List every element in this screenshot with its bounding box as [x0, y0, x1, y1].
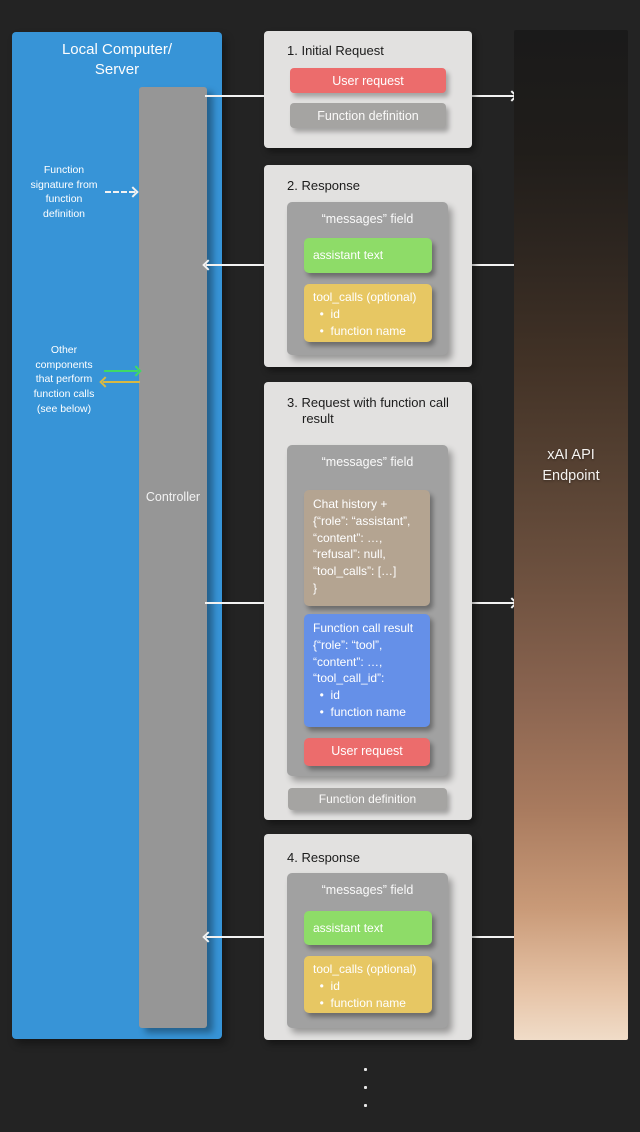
arrow-step2-to-controller: [202, 259, 264, 271]
arrow-step1-to-endpoint: [472, 90, 518, 102]
xai-api-endpoint-label: xAI API Endpoint: [542, 447, 600, 485]
dashed-arrow-function-signature: [105, 186, 139, 198]
green-arrow-other-components-in: [104, 365, 142, 377]
ellipsis-dot: [364, 1086, 367, 1089]
arrow-step3-to-endpoint: [472, 597, 518, 609]
step2-heading: 2. Response: [287, 178, 360, 193]
xai-api-endpoint-panel: xAI API Endpoint: [514, 30, 628, 1040]
arrow-endpoint-to-step4: [472, 936, 514, 938]
messages-field-label: “messages” field: [321, 455, 414, 469]
user-request-box: User request: [290, 68, 446, 93]
tool-calls-box: tool_calls (optional) • id • function na…: [304, 956, 432, 1013]
controller-label: Controller: [145, 490, 201, 504]
assistant-text-box: assistant text: [304, 238, 432, 273]
arrow-controller-to-step1: [205, 95, 264, 97]
messages-field-box: “messages” field assistant text tool_cal…: [287, 873, 448, 1028]
function-definition-box: Function definition: [288, 788, 447, 810]
function-definition-box: Function definition: [290, 103, 446, 128]
tool-calls-box: tool_calls (optional) • id • function na…: [304, 284, 432, 342]
annotation-other-components: Other components that perform function c…: [33, 344, 95, 415]
messages-field-label: “messages” field: [321, 883, 414, 897]
assistant-text-box: assistant text: [304, 911, 432, 945]
messages-field-label: “messages” field: [321, 212, 414, 226]
arrow-step4-to-controller: [202, 931, 264, 943]
local-computer-panel: Local Computer/ Server Function signatur…: [12, 32, 222, 1039]
step3-heading: 3. Request with function call result: [287, 395, 449, 427]
step1-heading: 1. Initial Request: [287, 43, 384, 58]
arrow-endpoint-to-step2: [472, 264, 514, 266]
step4-response-panel: 4. Response “messages” field assistant t…: [264, 834, 472, 1040]
function-call-result-box: Function call result {“role”: “tool”, “c…: [304, 614, 430, 727]
annotation-function-signature: Function signature from function definit…: [30, 164, 98, 221]
step1-initial-request-panel: 1. Initial Request User request Function…: [264, 31, 472, 148]
step4-heading: 4. Response: [287, 850, 360, 865]
messages-field-box: “messages” field Chat history + {“role”:…: [287, 445, 448, 776]
controller-bar: Controller: [139, 87, 207, 1028]
user-request-box: User request: [304, 738, 430, 766]
chat-history-box: Chat history + {“role”: “assistant”, “co…: [304, 490, 430, 606]
step3-request-with-result-panel: 3. Request with function call result “me…: [264, 382, 472, 820]
step2-response-panel: 2. Response “messages” field assistant t…: [264, 165, 472, 367]
arrow-controller-to-step3: [205, 602, 264, 604]
messages-field-box: “messages” field assistant text tool_cal…: [287, 202, 448, 355]
yellow-arrow-other-components-out: [99, 376, 140, 388]
local-computer-title: Local Computer/ Server: [61, 41, 173, 79]
ellipsis-dot: [364, 1068, 367, 1071]
ellipsis-dot: [364, 1104, 367, 1107]
